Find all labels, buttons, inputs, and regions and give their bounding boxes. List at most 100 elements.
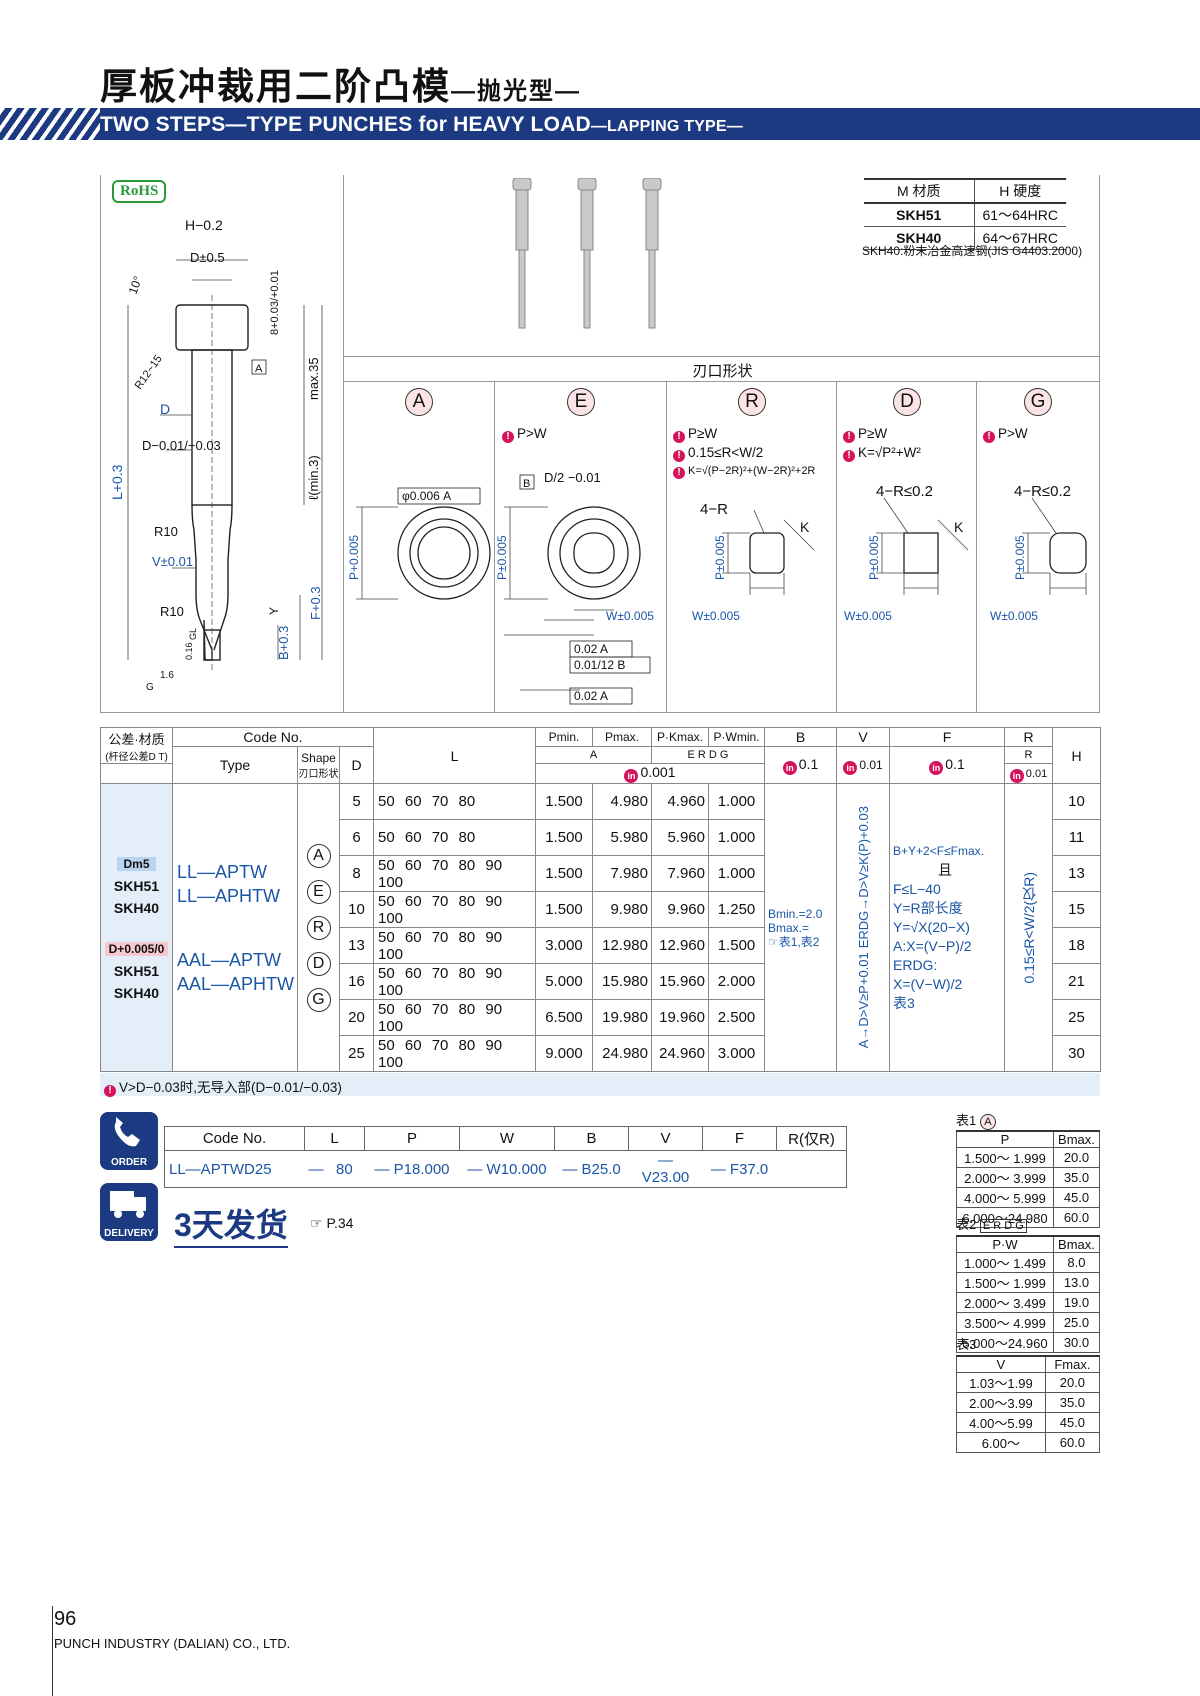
- th-l: L: [373, 727, 536, 784]
- svg-text:Y: Y: [267, 607, 281, 615]
- svg-text:max.35: max.35: [306, 357, 321, 400]
- shape-g-conditions: !P>W: [983, 424, 1028, 443]
- th-f: F: [889, 727, 1005, 747]
- th-pmin: Pmin.: [535, 727, 593, 747]
- svg-text:4−R≤0.2: 4−R≤0.2: [1014, 483, 1071, 500]
- svg-text:D±0.5: D±0.5: [190, 250, 225, 265]
- table3-label: 表3: [956, 1337, 977, 1352]
- svg-text:P±0.005: P±0.005: [713, 535, 727, 580]
- svg-text:ℓ(min.3): ℓ(min.3): [306, 455, 321, 500]
- svg-text:P±0.005: P±0.005: [867, 535, 881, 580]
- shape-section-title: 刃口形状: [692, 363, 753, 380]
- skh40-note: SKH40:粉末冶金高速钢(JIS G4403.2000): [862, 244, 1083, 258]
- svg-text:0.02 A: 0.02 A: [574, 689, 608, 703]
- svg-text:B: B: [523, 478, 530, 490]
- svg-text:0.02 A: 0.02 A: [574, 642, 608, 656]
- svg-text:D−0.01/−0.03: D−0.01/−0.03: [142, 438, 221, 453]
- frame-divider: [836, 381, 837, 713]
- shape-r-badge: R: [738, 388, 766, 416]
- title-banner: [0, 108, 1200, 140]
- delivery-ref[interactable]: ☞ P.34: [310, 1215, 354, 1231]
- product-photo: [512, 178, 662, 329]
- delivery-days: 3天发货: [174, 1200, 288, 1248]
- svg-text:R10: R10: [160, 604, 184, 619]
- th-pmax: Pmax.: [592, 727, 652, 747]
- svg-text:L+0.3: L+0.3: [109, 464, 125, 500]
- svg-text:W±0.005: W±0.005: [844, 609, 892, 623]
- th-h: H: [1052, 727, 1101, 784]
- th-r-shape: R: [1004, 746, 1053, 764]
- svg-text:P±0.005: P±0.005: [1013, 535, 1027, 580]
- svg-text:A: A: [255, 363, 263, 375]
- svg-text:K: K: [954, 519, 964, 535]
- punch-drawing: H−0.2 D±0.5 10° R12~15 8+0.03/+0.01 A ma…: [109, 217, 323, 693]
- h-dim-label: H−0.2: [185, 217, 223, 233]
- footer-line: [52, 1606, 53, 1696]
- svg-text:4−R: 4−R: [700, 501, 728, 518]
- svg-text:W±0.005: W±0.005: [990, 609, 1038, 623]
- th-pk: P·Kmax.: [651, 727, 709, 747]
- svg-text:W±0.005: W±0.005: [692, 609, 740, 623]
- th-v: V: [836, 727, 890, 747]
- th-shape-a: A: [535, 746, 652, 764]
- spec-table: 公差·材质(杆径公差D T) Code No. L Pmin. Pmax. P·…: [100, 727, 1101, 1072]
- svg-text:P±0.005: P±0.005: [495, 535, 509, 580]
- frame-divider: [666, 381, 667, 713]
- english-title: TWO STEPS—TYPE PUNCHES for HEAVY LOAD—LA…: [100, 113, 743, 136]
- th-b: B: [764, 727, 837, 747]
- page-number: 96: [54, 1608, 77, 1630]
- svg-text:B+0.3: B+0.3: [276, 626, 291, 660]
- svg-text:8+0.03/+0.01: 8+0.03/+0.01: [269, 270, 281, 335]
- shape-e-conditions: !P>W: [502, 424, 547, 443]
- frame-divider: [343, 175, 344, 713]
- th-r: R: [1004, 727, 1053, 747]
- shape-r-conditions: !P≥W !0.15≤R<W/2 !K=√(P−2R)²+(W−2R)²+2R: [673, 424, 815, 481]
- frame-divider: [343, 356, 1100, 357]
- svg-text:0.01/12 B: 0.01/12 B: [574, 658, 625, 672]
- order-sep: — 80: [304, 1150, 365, 1188]
- shape-letter-badge: D: [306, 951, 331, 976]
- svg-text:V±0.01: V±0.01: [152, 554, 193, 569]
- th-pw: P·Wmin.: [708, 727, 765, 747]
- svg-text:1.6: 1.6: [160, 670, 174, 681]
- svg-text:R12~15: R12~15: [133, 353, 165, 392]
- banner-stripes: [0, 108, 100, 140]
- svg-text:D/2 −0.01: D/2 −0.01: [544, 470, 601, 485]
- th-code-no: Code No.: [172, 727, 374, 747]
- table2-label: 表2 E R D G: [956, 1214, 1027, 1233]
- svg-text:0.16: 0.16: [184, 642, 194, 660]
- th-shape-erdg: E R D G: [651, 746, 765, 764]
- frame-divider: [494, 381, 495, 713]
- svg-text:K: K: [800, 519, 810, 535]
- shape-letter-badge: G: [306, 987, 331, 1012]
- shape-a-badge: A: [405, 388, 433, 416]
